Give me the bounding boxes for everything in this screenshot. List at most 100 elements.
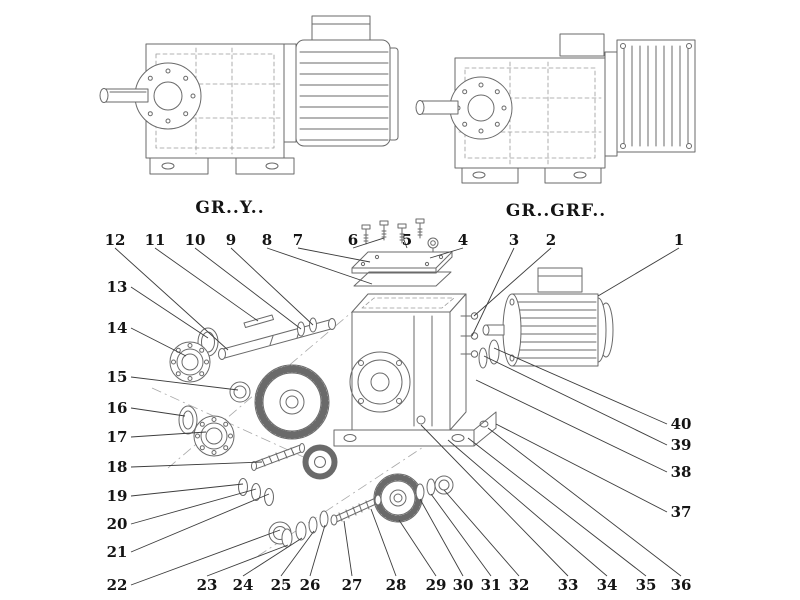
leader-line-35 bbox=[467, 437, 647, 577]
leader-line-30 bbox=[419, 498, 464, 577]
callout-14: 14 bbox=[107, 319, 128, 337]
large-gear bbox=[254, 364, 330, 440]
leader-line-17 bbox=[130, 431, 207, 438]
housing-bore bbox=[349, 351, 411, 413]
callout-34: 34 bbox=[597, 576, 618, 594]
callout-27: 27 bbox=[342, 576, 363, 594]
callout-17: 17 bbox=[107, 428, 128, 446]
leader-line-23 bbox=[206, 544, 289, 577]
leader-line-25 bbox=[280, 530, 315, 577]
callout-3: 3 bbox=[509, 231, 519, 249]
oil-seal-ring bbox=[478, 347, 488, 369]
output-shaft-assembly bbox=[197, 314, 336, 360]
callout-13: 13 bbox=[107, 278, 128, 296]
leader-line-6 bbox=[352, 237, 385, 249]
output-shaft bbox=[103, 88, 149, 103]
cover-plate bbox=[351, 251, 453, 269]
callout-39: 39 bbox=[671, 436, 692, 454]
cover-screw-icon bbox=[379, 220, 389, 241]
leader-line-32 bbox=[443, 489, 520, 577]
leader-line-11 bbox=[154, 247, 259, 322]
callout-11: 11 bbox=[145, 231, 166, 249]
leader-line-33 bbox=[420, 424, 569, 577]
leader-line-19 bbox=[130, 483, 244, 497]
motor-mount-bolts bbox=[460, 312, 500, 369]
exploded-view bbox=[151, 218, 614, 557]
callout-9: 9 bbox=[226, 231, 236, 249]
callout-20: 20 bbox=[107, 515, 128, 533]
callout-32: 32 bbox=[509, 576, 530, 594]
washer bbox=[295, 521, 307, 541]
callout-5: 5 bbox=[402, 231, 412, 249]
washer bbox=[281, 528, 293, 548]
leader-line-2 bbox=[473, 247, 552, 317]
leader-line-8 bbox=[266, 247, 373, 285]
assembled-gearmotor-gr-grf bbox=[415, 33, 696, 184]
gear-housing bbox=[333, 293, 497, 447]
callout-29: 29 bbox=[426, 576, 447, 594]
leader-line-31 bbox=[430, 493, 492, 577]
leader-line-5 bbox=[403, 239, 408, 249]
callout-8: 8 bbox=[262, 231, 272, 249]
pinion-shaft-lower bbox=[330, 494, 382, 526]
spacer bbox=[229, 381, 251, 403]
washer bbox=[251, 483, 261, 501]
assembled-gearmotor-gr-y bbox=[99, 15, 399, 175]
terminal-box bbox=[537, 267, 583, 293]
callout-21: 21 bbox=[107, 543, 128, 561]
leader-line-39 bbox=[483, 355, 668, 446]
leader-line-15 bbox=[130, 376, 239, 391]
motor bbox=[482, 267, 614, 367]
variant-label-gr-y: GR..Y.. bbox=[195, 198, 264, 218]
callout-18: 18 bbox=[107, 458, 128, 476]
end-cover bbox=[178, 405, 198, 435]
leader-line-26 bbox=[309, 524, 326, 577]
callout-22: 22 bbox=[107, 576, 128, 594]
bearing-icon bbox=[169, 341, 211, 383]
housing-base bbox=[333, 429, 475, 447]
callout-26: 26 bbox=[300, 576, 321, 594]
leader-line-27 bbox=[343, 520, 353, 577]
callout-25: 25 bbox=[271, 576, 292, 594]
leader-line-20 bbox=[130, 488, 257, 525]
leader-line-21 bbox=[130, 493, 270, 553]
callout-24: 24 bbox=[233, 576, 254, 594]
callout-40: 40 bbox=[671, 415, 692, 433]
leader-line-1 bbox=[597, 247, 680, 297]
callout-38: 38 bbox=[671, 463, 692, 481]
callout-4: 4 bbox=[458, 231, 468, 249]
cover-screw-icon bbox=[361, 224, 371, 245]
leader-line-22 bbox=[130, 529, 281, 586]
shaft-key bbox=[243, 314, 274, 328]
leader-line-9 bbox=[230, 247, 314, 326]
leader-line-4 bbox=[429, 247, 464, 259]
leader-line-13 bbox=[130, 286, 209, 339]
leader-line-7 bbox=[297, 247, 371, 263]
leader-line-18 bbox=[130, 461, 263, 468]
callout-23: 23 bbox=[197, 576, 218, 594]
intermediate-shaft-assembly bbox=[238, 443, 436, 548]
callout-15: 15 bbox=[107, 368, 128, 386]
callout-10: 10 bbox=[185, 231, 206, 249]
callout-30: 30 bbox=[453, 576, 474, 594]
callout-35: 35 bbox=[636, 576, 657, 594]
leader-line-40 bbox=[493, 347, 668, 425]
callout-37: 37 bbox=[671, 503, 692, 521]
leader-line-29 bbox=[398, 519, 437, 577]
leader-line-16 bbox=[130, 407, 186, 417]
callout-16: 16 bbox=[107, 399, 128, 417]
leader-line-3 bbox=[471, 247, 515, 337]
leader-line-14 bbox=[130, 327, 187, 357]
washer bbox=[238, 478, 248, 496]
callout-12: 12 bbox=[105, 231, 126, 249]
leader-line-12 bbox=[114, 247, 229, 351]
callout-31: 31 bbox=[481, 576, 502, 594]
washer bbox=[319, 510, 329, 528]
callout-28: 28 bbox=[386, 576, 407, 594]
washer bbox=[264, 488, 274, 506]
cover-gasket bbox=[353, 271, 452, 287]
leader-line-28 bbox=[370, 508, 397, 577]
